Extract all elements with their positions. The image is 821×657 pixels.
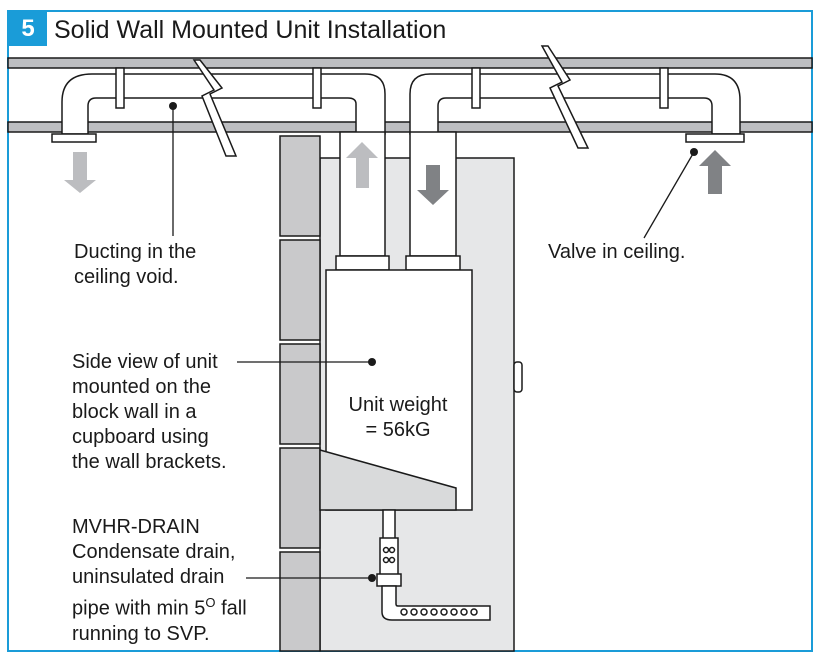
label-unit-weight: Unit weight = 56kG bbox=[348, 394, 448, 441]
wall-bracket bbox=[319, 449, 457, 511]
arrow-down-light-icon bbox=[64, 152, 96, 193]
arrow-up-dark-icon bbox=[699, 150, 731, 194]
block-wall bbox=[279, 135, 321, 652]
duct-hangers bbox=[115, 67, 669, 109]
label-drain: MVHR-DRAIN Condensate drain, uninsulated… bbox=[72, 516, 247, 645]
drain-fall-line: pipe with min 5O fall bbox=[72, 595, 247, 620]
supply-collar bbox=[335, 255, 390, 271]
cupboard-handle bbox=[513, 361, 523, 393]
arrow-up-light-icon bbox=[346, 142, 378, 188]
condensate-drain-pipe bbox=[376, 509, 491, 621]
ceiling-top-slab bbox=[7, 57, 813, 69]
leader-lines bbox=[172, 106, 695, 579]
label-valve: Valve in ceiling. bbox=[548, 241, 686, 263]
step-number-badge: 5 bbox=[9, 12, 47, 46]
extract-collar bbox=[405, 255, 461, 271]
leader-dots bbox=[169, 102, 698, 582]
diagram-title: Solid Wall Mounted Unit Installation bbox=[54, 16, 447, 44]
label-side-view: Side view of unit mounted on the block w… bbox=[72, 351, 227, 473]
right-valve-grille bbox=[685, 133, 745, 143]
arrow-down-dark-icon bbox=[417, 165, 449, 205]
left-valve-grille bbox=[51, 133, 97, 143]
label-ducting: Ducting in the ceiling void. bbox=[74, 241, 197, 288]
break-lines bbox=[192, 45, 590, 157]
